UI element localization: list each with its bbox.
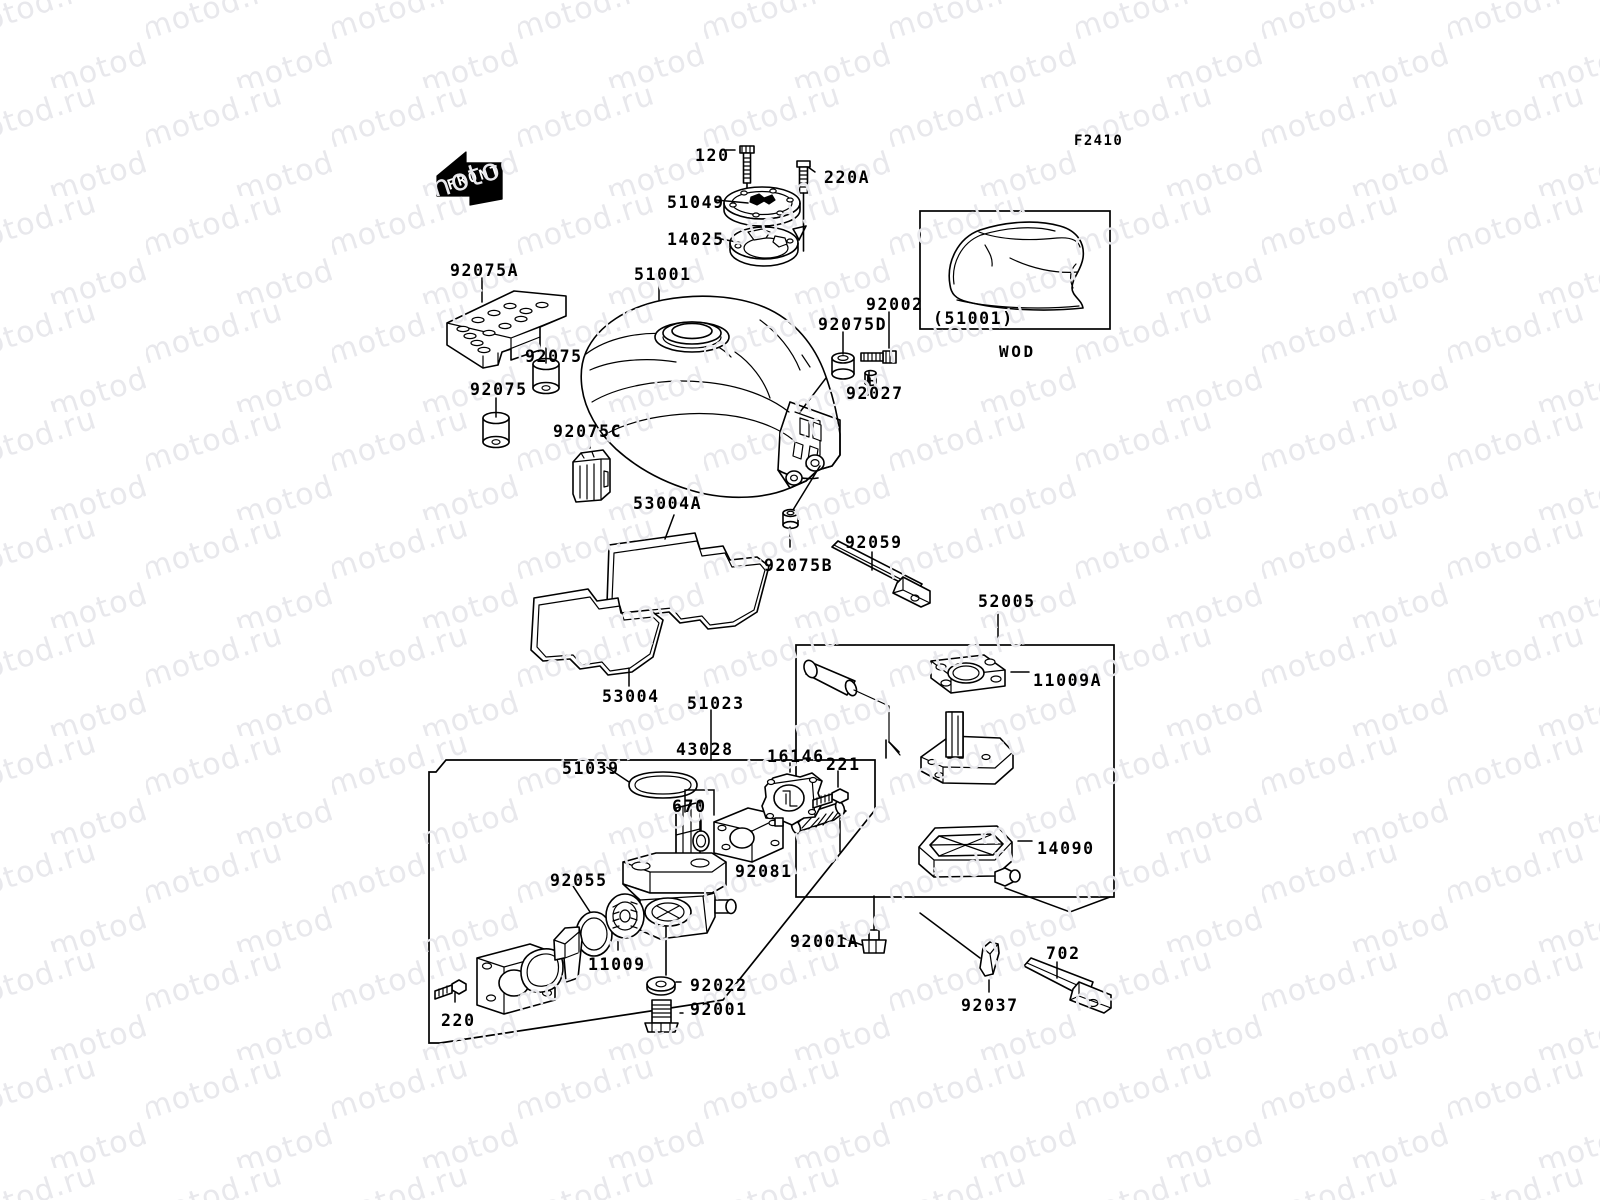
callout-14025: 14025 [667, 230, 725, 249]
callout-92059: 92059 [845, 533, 903, 552]
callout-92075D: 92075D [818, 315, 888, 334]
callout-220A: 220A [824, 168, 871, 187]
callout-92075-lower: 92075 [470, 380, 528, 399]
callout-221: 221 [826, 755, 861, 774]
callout-51001: 51001 [634, 265, 692, 284]
callout-92001: 92001 [690, 1000, 748, 1019]
callout-220: 220 [441, 1011, 476, 1030]
callout-92001A: 92001A [790, 932, 860, 951]
inset-caption: (51001) [933, 309, 1014, 328]
figure-code: F2410 [1074, 133, 1124, 149]
callout-92022: 92022 [690, 976, 748, 995]
callout-92002: 92002 [866, 295, 924, 314]
callout-52005: 52005 [978, 592, 1036, 611]
callout-92075C: 92075C [553, 422, 623, 441]
callout-53004: 53004 [602, 687, 660, 706]
callout-92055: 92055 [550, 871, 608, 890]
callout-92037: 92037 [961, 996, 1019, 1015]
callout-43028: 43028 [676, 740, 734, 759]
callout-14090: 14090 [1037, 839, 1095, 858]
callout-670: 670 [672, 797, 707, 816]
callout-51049: 51049 [667, 193, 725, 212]
inset-note: WOD [999, 342, 1036, 361]
callout-16146: 16146 [767, 747, 825, 766]
callout-53004A: 53004A [633, 494, 703, 513]
callout-702: 702 [1046, 944, 1081, 963]
callout-92075B: 92075B [764, 556, 834, 575]
callout-92081: 92081 [735, 862, 793, 881]
callout-51023: 51023 [687, 694, 745, 713]
callout-92027: 92027 [846, 384, 904, 403]
callout-120: 120 [695, 146, 730, 165]
callout-11009A: 11009A [1033, 671, 1103, 690]
callout-92075-upper: 92075 [525, 347, 583, 366]
callout-92075A: 92075A [450, 261, 520, 280]
callout-11009: 11009 [588, 955, 646, 974]
callout-51039: 51039 [562, 759, 620, 778]
